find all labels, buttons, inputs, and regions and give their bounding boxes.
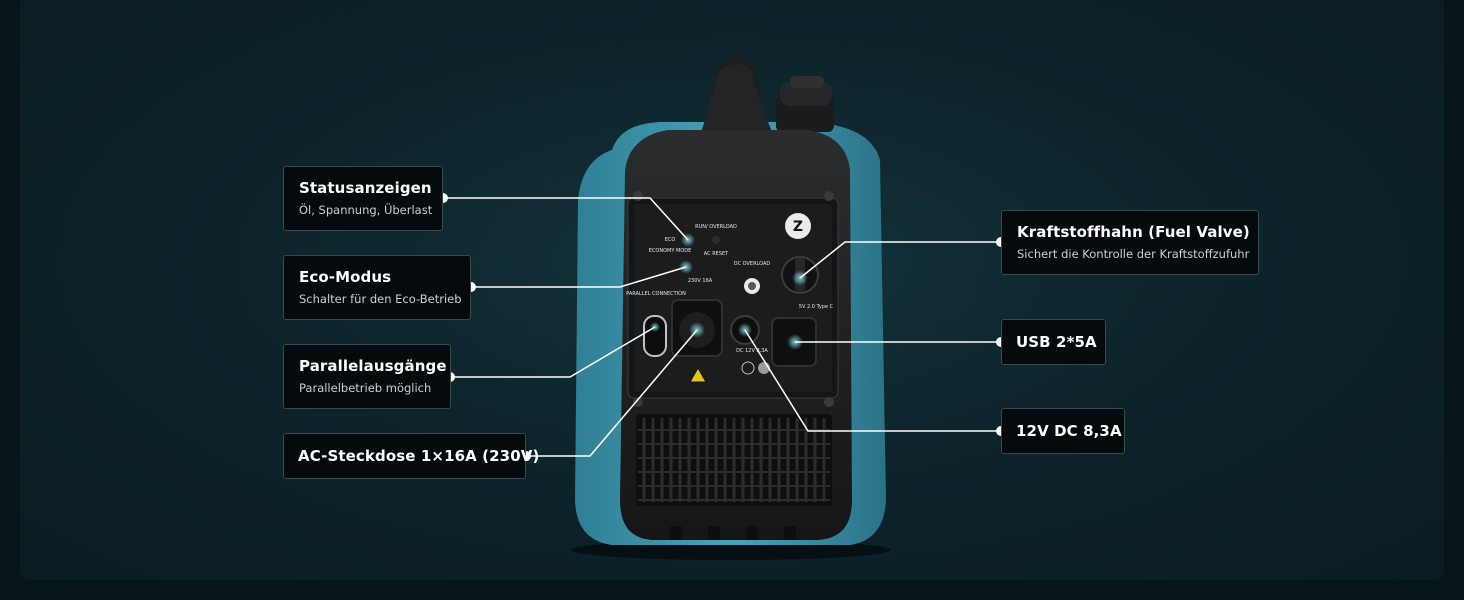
callout-subtitle: Schalter für den Eco-Betrieb [299, 292, 462, 306]
callout-title: Parallelausgänge [299, 357, 447, 375]
brand-logo: Z [785, 213, 811, 239]
callout-title: AC-Steckdose 1×16A (230V) [298, 447, 540, 465]
panel-label-usb: 5V 2.0 Type C [799, 304, 834, 310]
panel-label-eco: ECO [665, 237, 676, 243]
svg-text:Z: Z [793, 219, 803, 235]
callout-title: Statusanzeigen [299, 179, 432, 197]
panel-label-dc-out: DC 12V 8,3A [736, 348, 768, 354]
panel-label-rating: 230V 16A [688, 278, 713, 284]
generator-feet [670, 526, 796, 540]
panel-label-ac-reset: AC RESET [704, 251, 729, 257]
parallel-outlets [643, 315, 667, 357]
callout-usb: USB 2*5A [1001, 319, 1106, 365]
callout-status-indicators: Statusanzeigen Öl, Spannung, Überlast [283, 166, 443, 231]
callout-parallel-outputs: Parallelausgänge Parallelbetrieb möglich [283, 344, 451, 409]
callout-subtitle: Öl, Spannung, Überlast [299, 203, 433, 217]
fuel-valve-knob [781, 256, 819, 294]
panel-label-economy-mode: ECONOMY MODE [649, 248, 691, 254]
fuel-cap [776, 76, 834, 132]
callout-title: Eco-Modus [299, 268, 392, 286]
panel-label-dc-overload: DC OVERLOAD [734, 261, 771, 267]
callout-dc-output: 12V DC 8,3A [1001, 408, 1125, 454]
ac-socket [671, 299, 723, 357]
callout-title: USB 2*5A [1016, 333, 1097, 351]
callout-eco-mode: Eco-Modus Schalter für den Eco-Betrieb [283, 255, 471, 320]
callout-subtitle: Sichert die Kontrolle der Kraftstoffzufu… [1017, 247, 1250, 261]
panel-label-run-overload: RUN/ OVERLOAD [695, 224, 737, 230]
callout-title: 12V DC 8,3A [1016, 422, 1122, 440]
vent-grille [636, 414, 832, 506]
callout-ac-socket: AC-Steckdose 1×16A (230V) [283, 433, 539, 479]
callout-title: Kraftstoffhahn (Fuel Valve) [1017, 223, 1250, 241]
callout-fuel-valve: Kraftstoffhahn (Fuel Valve) Sichert die … [1001, 210, 1259, 275]
connector-lines [443, 197, 1001, 457]
warning-icon [689, 366, 707, 383]
callout-subtitle: Parallelbetrieb möglich [299, 381, 432, 395]
panel-screws [633, 191, 834, 407]
panel-label-parallel: PARALLEL CONNECTION [626, 291, 686, 297]
